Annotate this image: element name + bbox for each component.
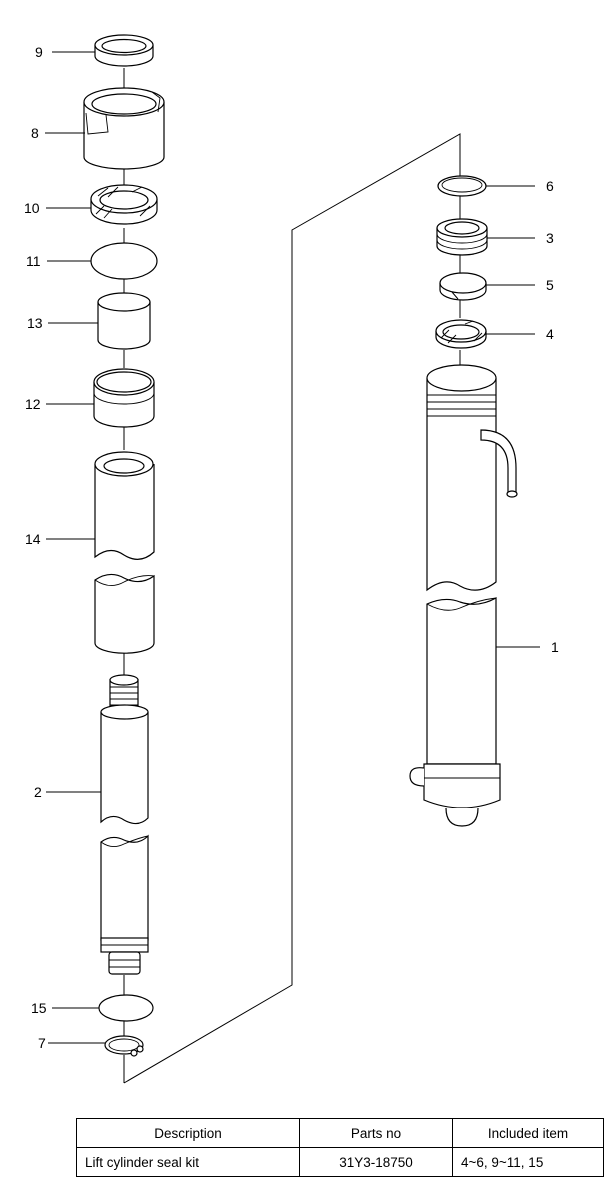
cell-parts-no: 31Y3-18750 — [299, 1147, 453, 1177]
callout-2: 2 — [34, 784, 42, 800]
callout-1: 1 — [551, 639, 559, 655]
callout-9: 9 — [35, 44, 43, 60]
part-9-wiper-ring — [94, 34, 154, 67]
header-included-item: Included item — [452, 1118, 604, 1148]
table-header-row: Description Parts no Included item — [76, 1118, 604, 1148]
callout-6: 6 — [546, 178, 554, 194]
cell-included-item: 4~6, 9~11, 15 — [452, 1147, 604, 1177]
part-10-backup-ring — [90, 184, 158, 225]
callout-15: 15 — [31, 1000, 47, 1016]
header-parts-no: Parts no — [299, 1118, 453, 1148]
callout-13: 13 — [27, 315, 43, 331]
callout-10: 10 — [24, 200, 40, 216]
header-description: Description — [76, 1118, 300, 1148]
part-7-snap-ring — [104, 1035, 144, 1057]
part-12-gland — [93, 368, 155, 428]
callout-11: 11 — [26, 253, 41, 269]
part-3-piston-seal — [436, 218, 488, 256]
part-11-o-ring — [90, 242, 158, 280]
part-4-wear-ring — [435, 319, 487, 349]
part-8-gland-nut — [83, 87, 165, 170]
part-5-split-ring — [439, 272, 487, 301]
assembly-connector-line — [123, 133, 461, 1084]
part-15-o-ring — [98, 994, 154, 1022]
cell-description: Lift cylinder seal kit — [76, 1147, 300, 1177]
table-row: Lift cylinder seal kit 31Y3-18750 4~6, 9… — [76, 1147, 604, 1177]
callout-5: 5 — [546, 277, 554, 293]
callout-3: 3 — [546, 230, 554, 246]
callout-14: 14 — [25, 531, 41, 547]
exploded-parts-diagram: 9 8 10 11 13 12 14 2 15 7 6 3 5 4 1 — [24, 34, 559, 1084]
part-14-rod-upper — [94, 451, 155, 560]
callout-7: 7 — [38, 1035, 46, 1051]
part-14-rod-lower — [94, 573, 155, 654]
part-2-piston-rod — [100, 674, 149, 975]
seal-kit-table: Description Parts no Included item Lift … — [76, 1118, 604, 1177]
part-13-bushing — [97, 292, 151, 350]
part-1-cylinder-tube — [409, 364, 518, 827]
leader-lines — [45, 51, 540, 1044]
part-6-ring — [437, 175, 487, 197]
callout-4: 4 — [546, 326, 554, 342]
callout-8: 8 — [31, 125, 39, 141]
callout-12: 12 — [25, 396, 41, 412]
